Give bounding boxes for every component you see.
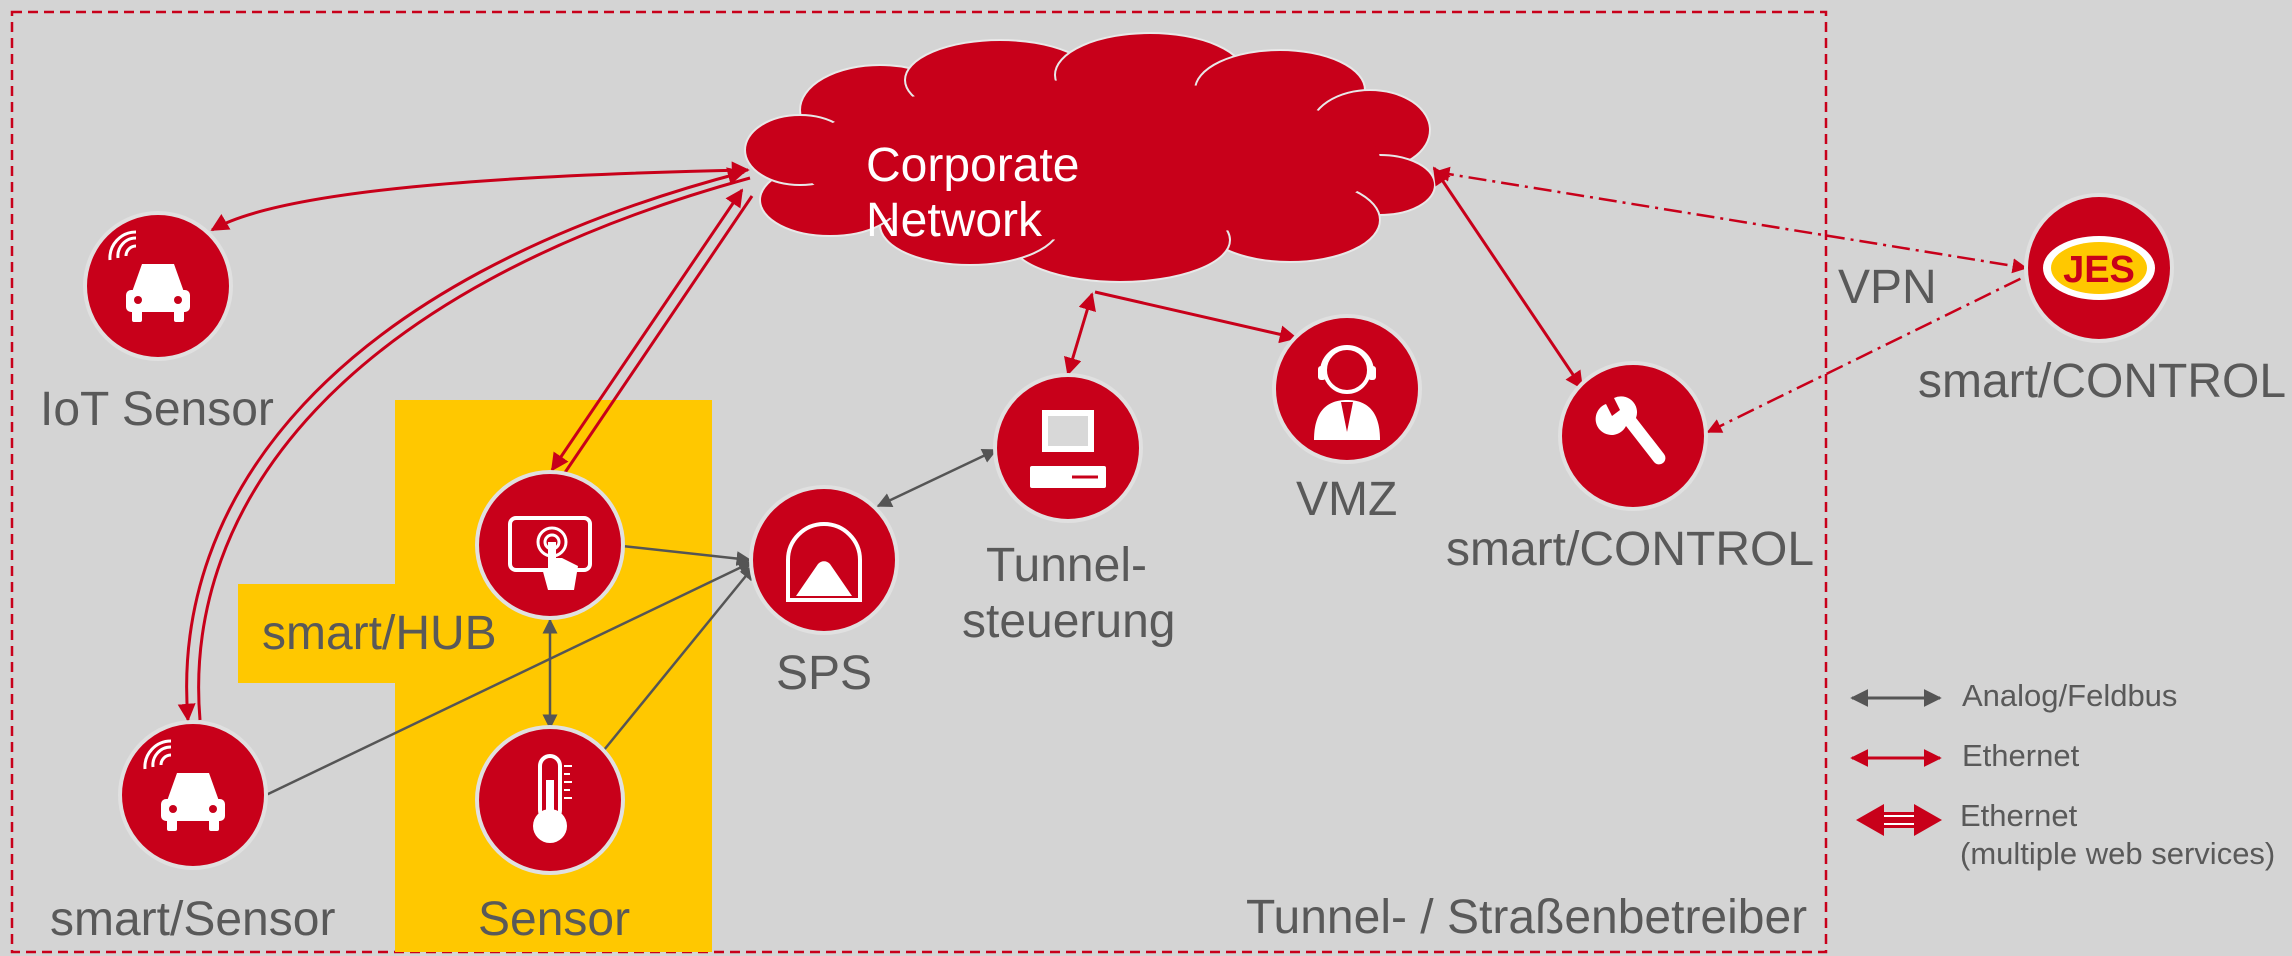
vmz-node[interactable] — [1272, 314, 1422, 464]
sps-label: SPS — [776, 647, 873, 700]
sensor-node[interactable] — [475, 725, 625, 875]
link-hub-cloud — [550, 188, 754, 475]
link-vpn — [1434, 166, 2028, 434]
legend-ethernet-multi-line — [1856, 804, 1942, 836]
legend-ethernet-multi-label-line1: Ethernet — [1960, 798, 2078, 833]
tunnelsteuerung-label-line2: steuerung — [962, 595, 1176, 648]
tunnel-icon — [786, 522, 862, 602]
corporate-network-title: Corporate Network — [866, 139, 1080, 247]
smart-hub-label: smart/HUB — [262, 607, 497, 660]
sensor-label: Sensor — [478, 893, 631, 946]
car-wireless-icon — [143, 739, 225, 831]
smart-control-remote-label: smart/CONTROL — [1918, 355, 2287, 408]
car-wireless-icon — [108, 230, 190, 322]
link-iot-sensor-cloud — [210, 161, 750, 232]
smart-sensor-node[interactable] — [118, 720, 268, 870]
thermometer-icon — [533, 754, 572, 843]
smart-hub-highlight — [238, 400, 712, 952]
operator-headset-icon — [1314, 345, 1380, 440]
touchscreen-icon — [508, 516, 592, 590]
tunnelsteuerung-label-line1: Tunnel- — [986, 539, 1147, 592]
link-vmz-cloud — [1094, 290, 1298, 344]
iot-sensor-node[interactable] — [83, 211, 233, 361]
operator-area-label: Tunnel- / Straßenbetreiber — [1246, 891, 1808, 944]
link-tunnelsteuerung-cloud — [1064, 292, 1096, 376]
tunnelsteuerung-node[interactable] — [993, 373, 1143, 523]
vmz-label: VMZ — [1296, 473, 1398, 526]
iot-sensor-label: IoT Sensor — [40, 383, 274, 436]
legend-analog-label: Analog/Feldbus — [1962, 678, 2178, 713]
legend-ethernet-multi-label-line2: (multiple web services) — [1960, 836, 2276, 871]
corporate-network-cloud — [744, 32, 1436, 283]
computer-icon — [1030, 410, 1106, 488]
link-analog — [265, 448, 998, 797]
link-control-cloud — [1432, 166, 1584, 390]
sps-node[interactable] — [749, 485, 899, 635]
vpn-label: VPN — [1838, 261, 1937, 314]
smart-control-local-label: smart/CONTROL — [1446, 523, 1815, 576]
smart-control-remote-node[interactable]: JES — [2024, 193, 2174, 343]
wrench-icon — [1595, 396, 1666, 465]
smart-sensor-label: smart/Sensor — [50, 893, 336, 946]
svg-text:JES: JES — [2063, 249, 2135, 291]
jes-logo: JES — [2043, 236, 2155, 300]
smart-control-local-node[interactable] — [1558, 361, 1708, 511]
legend-ethernet-label: Ethernet — [1962, 738, 2080, 773]
smart-hub-node[interactable] — [475, 470, 625, 620]
